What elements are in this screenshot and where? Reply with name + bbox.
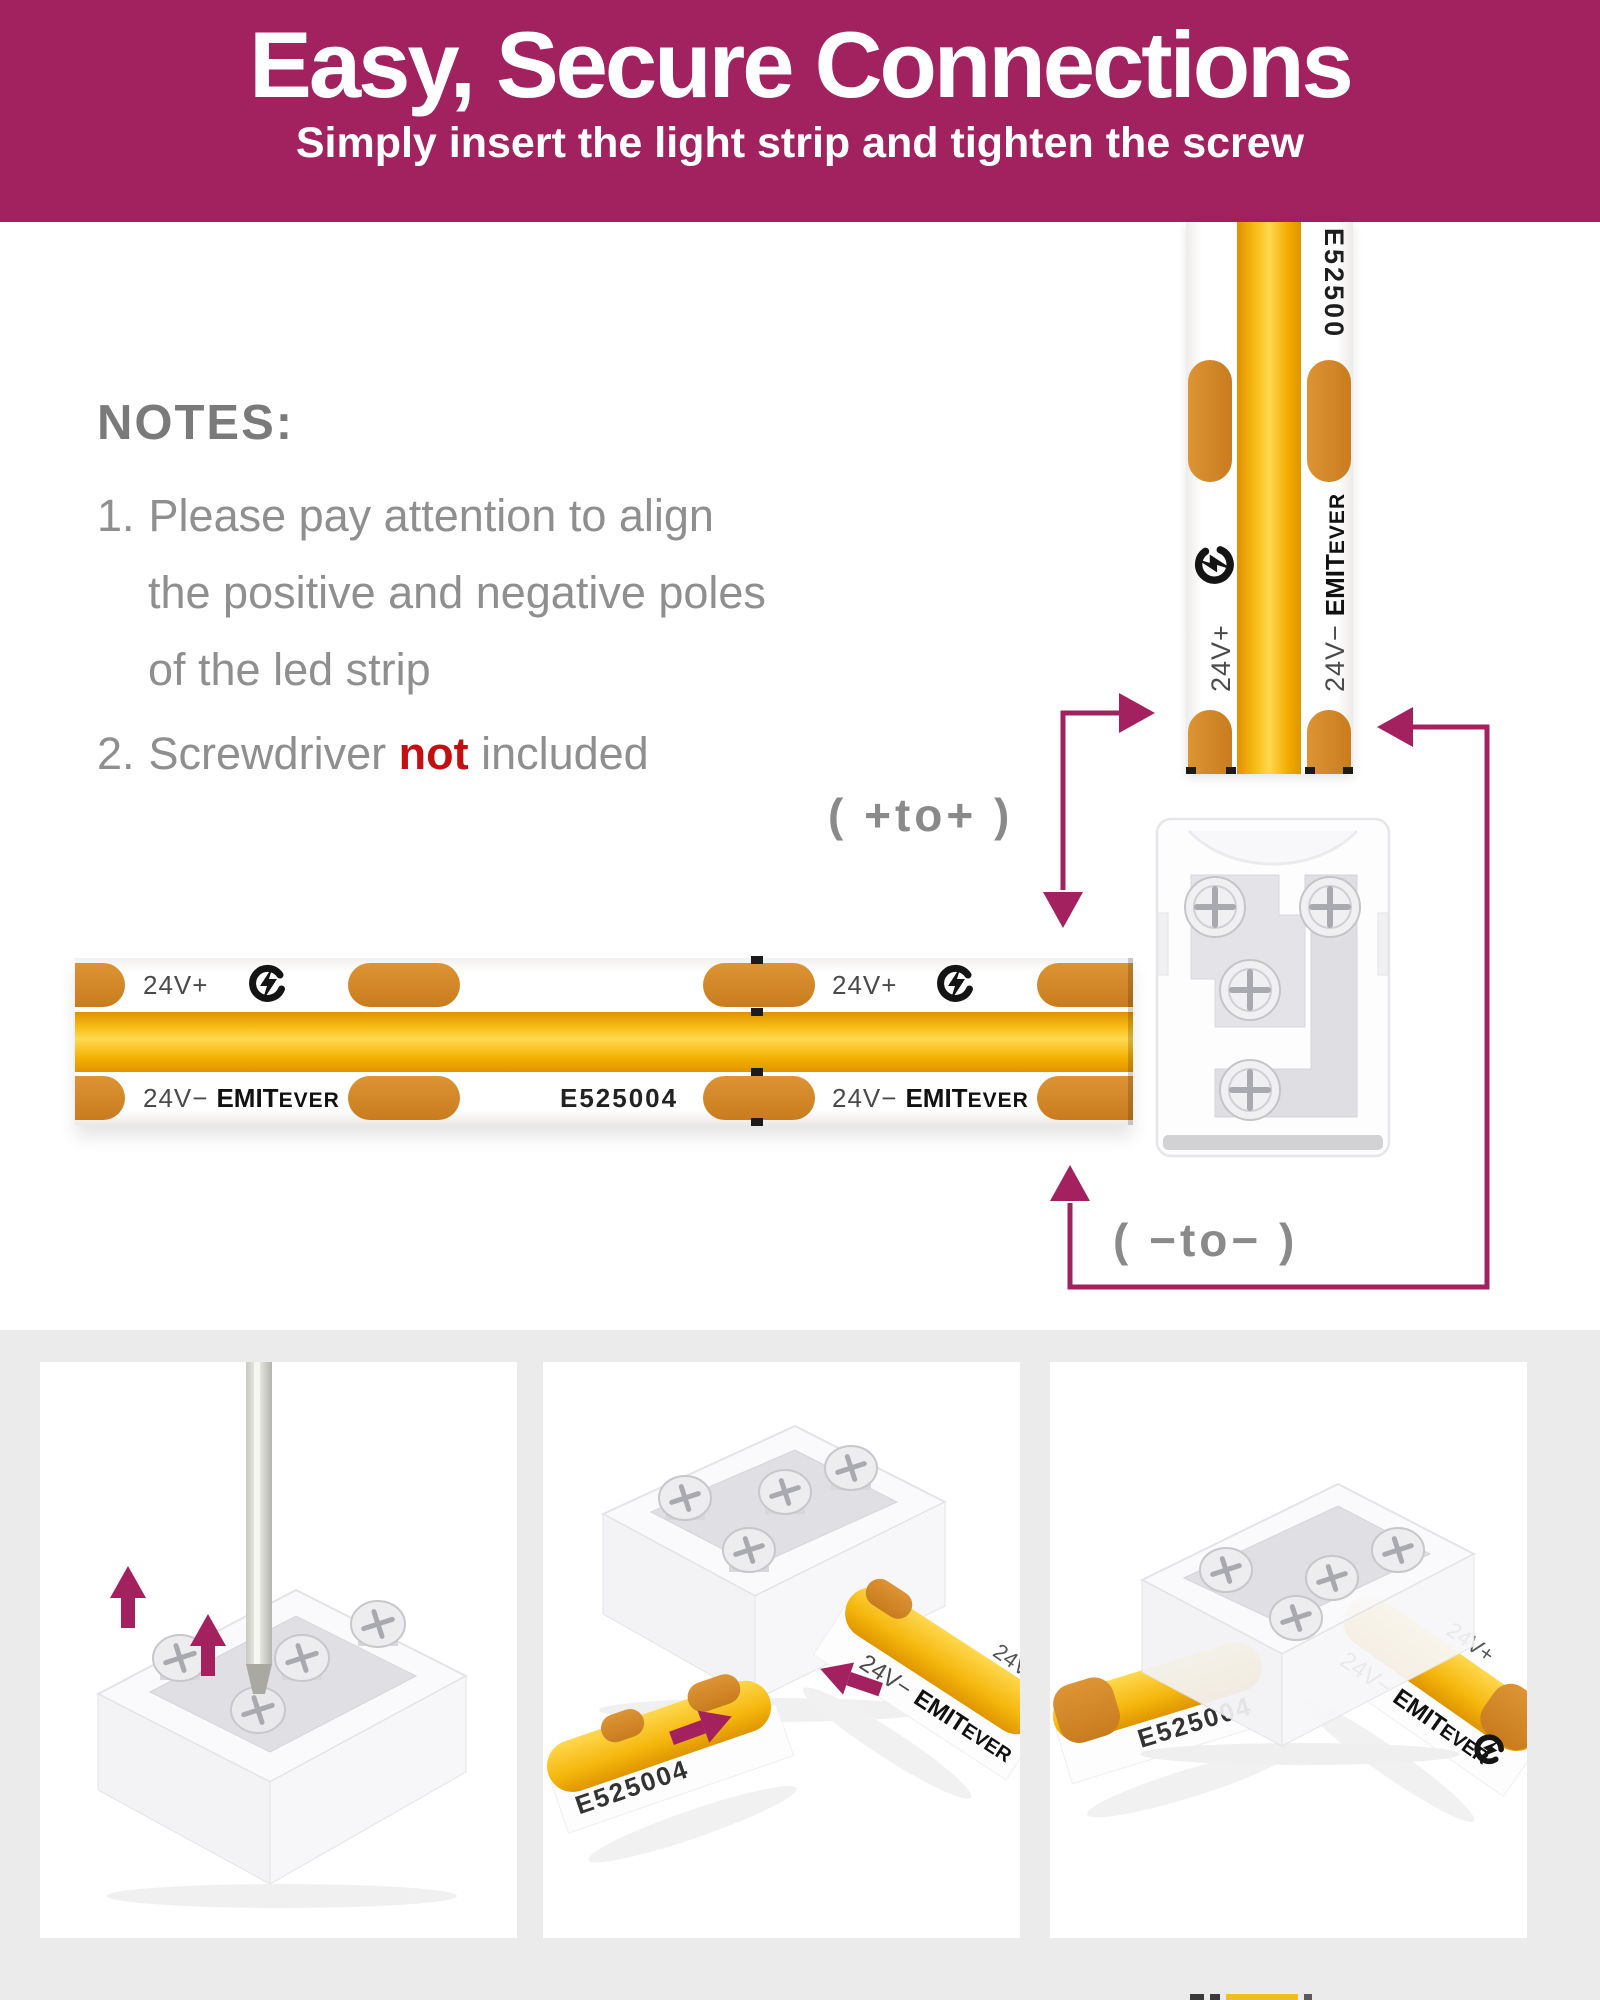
strip-code: E52500 (1319, 228, 1349, 340)
emitever-logo-icon (935, 964, 975, 1004)
note-1-number: 1. (97, 490, 135, 541)
cut-mark (1343, 767, 1353, 774)
brand-label-rest: EVER (278, 1089, 340, 1112)
raised-screw (758, 1469, 812, 1515)
note-2-text-post: included (468, 728, 649, 779)
connector-screw (1219, 1059, 1281, 1121)
copper-pad (348, 1076, 460, 1120)
screwdriver (246, 1362, 272, 1694)
raised-screw (274, 1634, 330, 1682)
copper-pad (703, 1076, 815, 1120)
insert-arrow (669, 1710, 732, 1745)
cut-mark (751, 1118, 763, 1126)
cut-mark (1305, 767, 1315, 774)
cut-mark (1226, 767, 1236, 774)
connection-arrows (1000, 660, 1560, 1340)
note-item-2: 2. Screwdriver not included (97, 728, 649, 780)
driven-screw (230, 1686, 286, 1734)
screw-connector (1155, 817, 1391, 1158)
tightened-screw (1371, 1527, 1425, 1573)
horizontal-led-strip: 24V+ 24V+ 24V−EMITEVER E525004 24V−EMITE… (75, 956, 1133, 1126)
connector-screw (1219, 959, 1281, 1021)
brand-label-rest: EVER (967, 1089, 1029, 1112)
emitever-logo-icon (1194, 544, 1236, 586)
cob-band-horizontal (75, 1012, 1133, 1072)
notes-heading: NOTES: (97, 396, 295, 450)
note-2-not-highlight: not (398, 728, 469, 779)
connector-screw (1184, 876, 1246, 938)
copper-pad (1188, 710, 1232, 774)
note-2-text-pre: Screwdriver (148, 728, 399, 779)
note-item-1-line-1: 1. Please pay attention to align (97, 490, 714, 542)
copper-pad (1037, 1076, 1133, 1120)
strip-end-left: E525004 (546, 1674, 797, 1863)
strip-cut-edge (1128, 958, 1133, 1125)
tightened-screw (1305, 1555, 1359, 1601)
vertical-led-strip: E52500 24V+ 24V−EMITEVER (1186, 222, 1353, 774)
note-1-text: Please pay attention to align (148, 490, 714, 541)
tightened-screw (1199, 1547, 1253, 1593)
raised-screw (658, 1475, 712, 1521)
raised-screw (722, 1527, 776, 1573)
copper-pad (348, 963, 460, 1007)
step-panel-insert-strips: E525004 24V+ 24V−EMITEVER (543, 1362, 1020, 1938)
step-panel-loosen-screws (40, 1362, 517, 1938)
note-item-1-line-2: the positive and negative poles (148, 567, 766, 618)
strip-code: E525004 (560, 1083, 679, 1113)
note-2-number: 2. (97, 728, 135, 779)
brand-label: EMIT (905, 1083, 968, 1113)
neg-voltage-label: 24V− (832, 1083, 898, 1113)
cut-mark (751, 1068, 763, 1076)
copper-pad (75, 1076, 125, 1120)
brand-label: EMIT (1320, 554, 1350, 617)
cut-mark (751, 956, 763, 964)
strip-polarity-positive: 24V+ (832, 970, 898, 1000)
cut-mark (751, 1008, 763, 1016)
loosen-up-arrow (110, 1566, 146, 1628)
cut-mark (1186, 767, 1196, 774)
brand-label-rest: EVER (1326, 492, 1349, 555)
cob-band-vertical (1237, 222, 1301, 774)
strip-polarity-negative: 24V−EMITEVER (143, 1083, 340, 1114)
strip-end-right: 24V+ 24V−EMITEVER (802, 1578, 1020, 1799)
copper-pad (1307, 710, 1351, 774)
loosen-up-arrow (190, 1614, 226, 1676)
raised-screw (350, 1600, 406, 1648)
minus-to-minus-label: ( −to− ) (1113, 1214, 1299, 1266)
hero-banner: Easy, Secure Connections Simply insert t… (0, 0, 1600, 222)
strip-polarity-positive: 24V+ (143, 970, 209, 1000)
copper-pad (1307, 360, 1351, 482)
note-item-1-line-3: of the led strip (148, 644, 431, 695)
emitever-logo-icon (1474, 1734, 1504, 1764)
connector-screw (1299, 876, 1361, 938)
copper-pad (1037, 963, 1133, 1007)
connection-arrow-minus (1050, 707, 1490, 1290)
step-panel-connected: E525004 24V+ 24V−EMITEVER (1050, 1362, 1527, 1938)
copper-pad (703, 963, 815, 1007)
neg-voltage-label: 24V− (143, 1083, 209, 1113)
copper-pad (75, 963, 125, 1007)
raised-screw (824, 1445, 878, 1491)
connection-arrow-plus (1043, 693, 1155, 928)
cropped-watermark (1190, 1994, 1340, 2000)
page-title: Easy, Secure Connections (249, 12, 1354, 117)
tightened-screw (1269, 1595, 1323, 1641)
strip-polarity-negative: 24V−EMITEVER (832, 1083, 1029, 1114)
emitever-logo-icon (247, 964, 287, 1004)
insert-arrow (820, 1662, 883, 1697)
steps-section: E525004 24V+ 24V−EMITEVER (0, 1330, 1600, 2000)
brand-label: EMIT (216, 1083, 279, 1113)
plus-to-plus-label: ( +to+ ) (828, 789, 1014, 841)
page-subtitle: Simply insert the light strip and tighte… (295, 118, 1305, 167)
copper-pad (1188, 360, 1232, 482)
